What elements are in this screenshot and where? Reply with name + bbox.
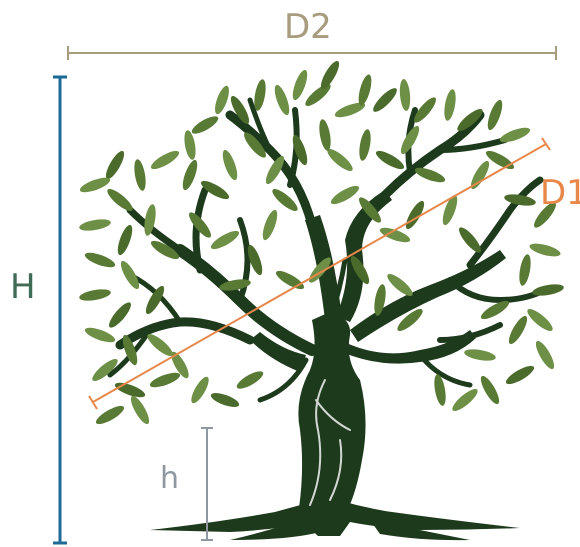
trunk-height-label: h [160,461,180,496]
tree-trunk [107,97,548,515]
roots [150,500,520,541]
olive-tree-icon [79,60,564,541]
total-height-label: H [10,267,36,307]
crown-diagonal-line [92,143,547,403]
crown-diagonal-dimension [88,137,551,410]
crown-diagonal-tick-end [541,137,551,151]
trunk-height-dimension [201,427,213,541]
trunk-highlights [309,379,351,506]
crown-diagonal-tick-start [88,395,98,410]
overall-width-dimension [67,46,557,60]
overall-width-label: D2 [284,7,332,47]
total-height-dimension [53,75,67,545]
crown-diagonal-label: D1 [540,173,580,213]
